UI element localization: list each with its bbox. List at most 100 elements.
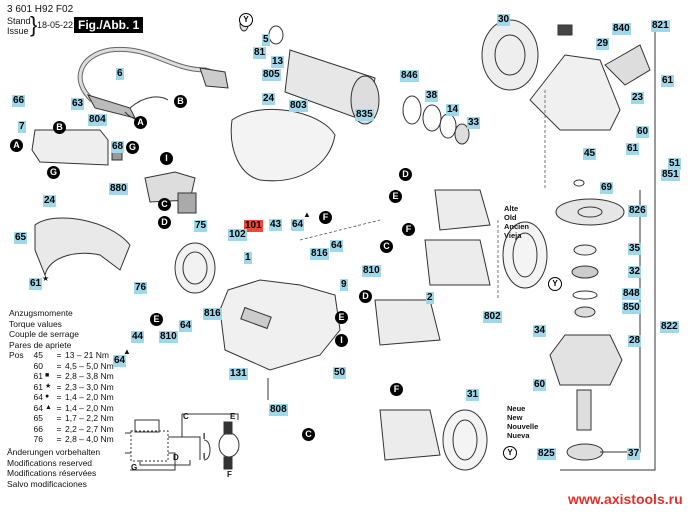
part-label[interactable]: 5 [262,34,270,46]
torque-marker [45,413,53,424]
part-label[interactable]: 81 [253,47,267,59]
part-label[interactable]: 102 [228,229,247,241]
gear-head-housing [529,54,621,131]
connector-callout-i: I [160,152,173,165]
stator-a [374,299,441,346]
part-label[interactable]: 32 [628,266,642,278]
part-label[interactable]: 9 [340,279,348,291]
part-label[interactable]: 31 [466,389,480,401]
part-label[interactable]: 61 [29,278,43,290]
torque-marker [45,350,53,361]
part-label[interactable]: 75 [194,220,208,232]
torque-table: Anzugsmomente Torque values Couple de se… [9,308,114,445]
part-label[interactable]: 808 [269,404,288,416]
part-label[interactable]: 840 [612,23,631,35]
part-label[interactable]: 7 [18,121,26,133]
torque-pos: 61 [33,381,43,392]
part-label[interactable]: 803 [289,100,308,112]
torque-eq: = [56,360,62,371]
part-label[interactable]: 28 [628,335,642,347]
part-label[interactable]: 822 [660,321,679,333]
website-link[interactable]: www.axistools.ru [568,491,683,507]
part-label[interactable]: 63 [71,98,85,110]
part-label[interactable]: 66 [12,95,26,107]
schematic-label: D [173,453,179,462]
part-label[interactable]: 835 [355,109,374,121]
connector-callout-c: C [302,428,315,441]
part-label[interactable]: 825 [537,448,556,460]
part-label[interactable]: 68 [111,141,125,153]
part-label[interactable]: 30 [497,14,511,26]
connector-callout-e: E [335,311,348,324]
part-label[interactable]: 2 [426,292,434,304]
schematic-label: C [183,412,189,421]
torque-value: 2,8 – 4,0 Nm [65,434,114,444]
part-label[interactable]: 802 [483,311,502,323]
part-label[interactable]: 1 [244,252,252,264]
part-label[interactable]: 45 [583,148,597,160]
part-label[interactable]: 65 [14,232,28,244]
schematic-label: E [230,412,236,421]
part-label[interactable]: 29 [596,38,610,50]
torque-eq: = [56,392,62,402]
part-label[interactable]: 60 [533,379,547,391]
part-label[interactable]: 6 [116,68,124,80]
connector-callout-b: B [53,121,66,134]
part-label[interactable]: 816 [310,248,329,260]
part-label[interactable]: 51 [668,158,682,170]
part-label[interactable]: 64 [113,355,127,367]
handle-housing [230,108,336,182]
torque-value: 2,3 – 3,0 Nm [65,381,114,392]
part-label[interactable]: 44 [131,331,145,343]
part-label[interactable]: 43 [269,219,283,231]
part-label[interactable]: 14 [446,104,460,116]
part-label[interactable]: 69 [600,182,614,194]
torque-pos-label: Pos [9,350,24,360]
part-label[interactable]: 34 [533,325,547,337]
part-label[interactable]: 33 [467,117,481,129]
part-label[interactable]: 851 [661,169,680,181]
part-label[interactable]: 24 [43,195,57,207]
part-label[interactable]: 61 [661,75,675,87]
part-label[interactable]: 37 [627,448,641,460]
part-label[interactable]: 60 [636,126,650,138]
issue-date: 18-05-22 [37,20,74,30]
part-label[interactable]: 804 [88,114,107,126]
torque-marker: ■ [45,372,50,379]
part-label-highlighted[interactable]: 101 [244,220,263,232]
part-label[interactable]: 50 [333,367,347,379]
part-label[interactable]: 131 [229,368,248,380]
part-label[interactable]: 805 [262,69,281,81]
part-label[interactable]: 810 [362,265,381,277]
part-label[interactable]: 35 [628,243,642,255]
part-label[interactable]: 826 [628,205,647,217]
part-label[interactable]: 61 [626,143,640,155]
part-label[interactable]: 24 [262,93,276,105]
part-label[interactable]: 64 [330,240,344,252]
torque-eq: = [56,434,62,444]
part-label[interactable]: 64 [291,219,305,231]
part-label[interactable]: 76 [134,282,148,294]
connector-callout-e: E [150,313,163,326]
part-label[interactable]: 23 [631,92,645,104]
torque-pos: 64 [33,392,43,402]
part-label[interactable]: 850 [622,302,641,314]
part-label[interactable]: 816 [203,308,222,320]
part-label[interactable]: 880 [109,183,128,195]
torque-row: 64●=1,4 – 2,0 Nm [9,392,114,403]
connector-callout-i: I [335,334,348,347]
part-label[interactable]: 846 [400,70,419,82]
torque-row: 64▲=1,4 – 2,0 Nm [9,403,114,414]
stand-issue-label: Stand Issue [7,16,31,36]
part-label[interactable]: 810 [159,331,178,343]
part-label[interactable]: 821 [651,20,670,32]
brace-glyph: } [30,12,38,37]
part-label[interactable]: 848 [622,288,641,300]
connector-callout-a: A [10,139,23,152]
connector-callout-c: C [380,240,393,253]
part-label[interactable]: 38 [425,90,439,102]
part-label[interactable]: 64 [179,320,193,332]
torque-row: 61★=2,3 – 3,0 Nm [9,382,114,393]
part-label[interactable]: 13 [271,56,285,68]
